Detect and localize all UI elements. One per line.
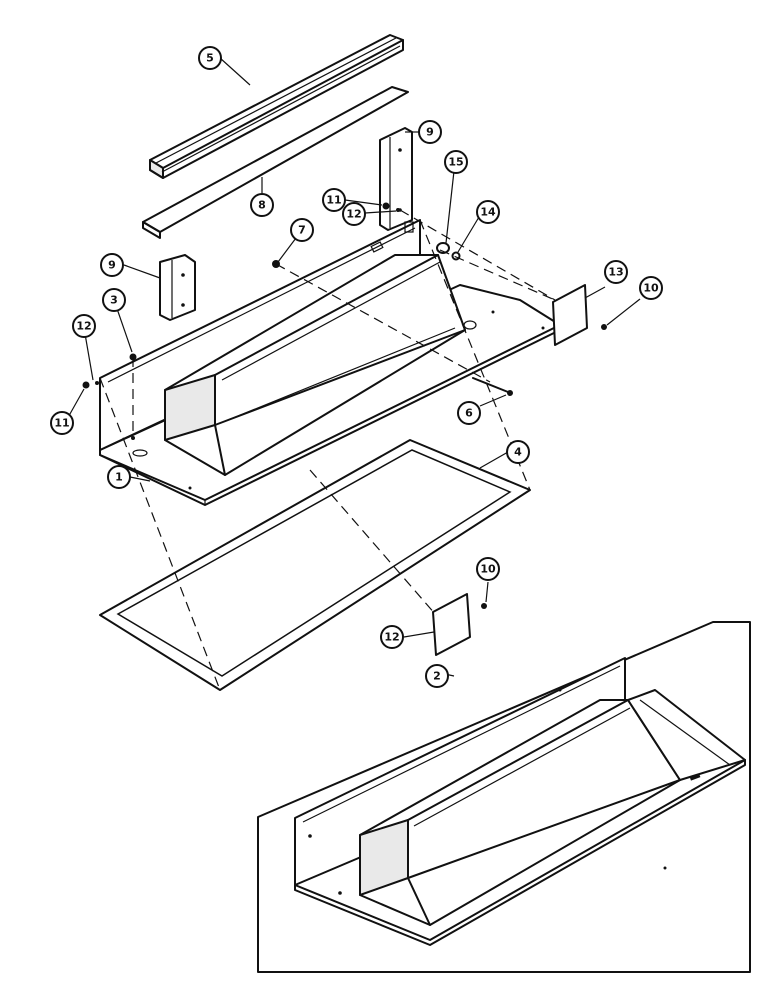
callout-12-lower-label: 12 xyxy=(384,631,399,644)
cover-plate-right-part xyxy=(552,284,588,346)
callout-3-label: 3 xyxy=(110,294,118,307)
housing-pan-part xyxy=(99,219,561,506)
callout-4: 4 xyxy=(506,440,530,464)
callout-11-right-label: 11 xyxy=(326,194,341,207)
callout-5: 5 xyxy=(198,46,222,70)
alignment-lines xyxy=(99,209,556,691)
alternate-housing-part xyxy=(294,657,746,946)
callout-5-label: 5 xyxy=(206,52,214,65)
callout-10-right-label: 10 xyxy=(643,282,659,295)
callout-12-lower: 12 xyxy=(380,625,404,649)
callout-13-label: 13 xyxy=(608,266,623,279)
callout-14-label: 14 xyxy=(480,206,496,219)
callout-12-left-label: 12 xyxy=(76,320,91,333)
callout-9-left: 9 xyxy=(100,253,124,277)
callout-7-label: 7 xyxy=(298,224,306,237)
callout-7: 7 xyxy=(290,218,314,242)
long-screw-part xyxy=(472,377,513,396)
callout-9-right: 9 xyxy=(418,120,442,144)
callout-12-left: 12 xyxy=(72,314,96,338)
bracket-left-part xyxy=(159,254,196,321)
callout-10-lower-label: 10 xyxy=(480,563,496,576)
callout-15-label: 15 xyxy=(448,156,463,169)
callout-1-label: 1 xyxy=(115,471,123,484)
callout-1: 1 xyxy=(107,465,131,489)
cover-plate-lower-part xyxy=(432,593,471,656)
callout-13: 13 xyxy=(604,260,628,284)
callout-11-right: 11 xyxy=(322,188,346,212)
callout-15: 15 xyxy=(444,150,468,174)
callout-10-lower: 10 xyxy=(476,557,500,581)
callout-4-label: 4 xyxy=(514,446,522,459)
callout-2-label: 2 xyxy=(433,670,441,683)
callout-2: 2 xyxy=(425,664,449,688)
filter-pad-part xyxy=(142,86,409,239)
callout-6: 6 xyxy=(457,401,481,425)
callout-12-right-label: 12 xyxy=(346,208,361,221)
callout-9-right-label: 9 xyxy=(426,126,434,139)
callout-9-left-label: 9 xyxy=(108,259,116,272)
callout-12-right: 12 xyxy=(342,202,366,226)
callout-6-label: 6 xyxy=(465,407,473,420)
callout-3: 3 xyxy=(102,288,126,312)
callout-8: 8 xyxy=(250,193,274,217)
callout-11-left: 11 xyxy=(50,411,74,435)
callout-14: 14 xyxy=(476,200,500,224)
inset-panel xyxy=(257,621,751,973)
callout-11-left-label: 11 xyxy=(54,417,69,430)
top-channel-part xyxy=(149,34,404,179)
callout-8-label: 8 xyxy=(258,199,266,212)
callout-10-right: 10 xyxy=(639,276,663,300)
